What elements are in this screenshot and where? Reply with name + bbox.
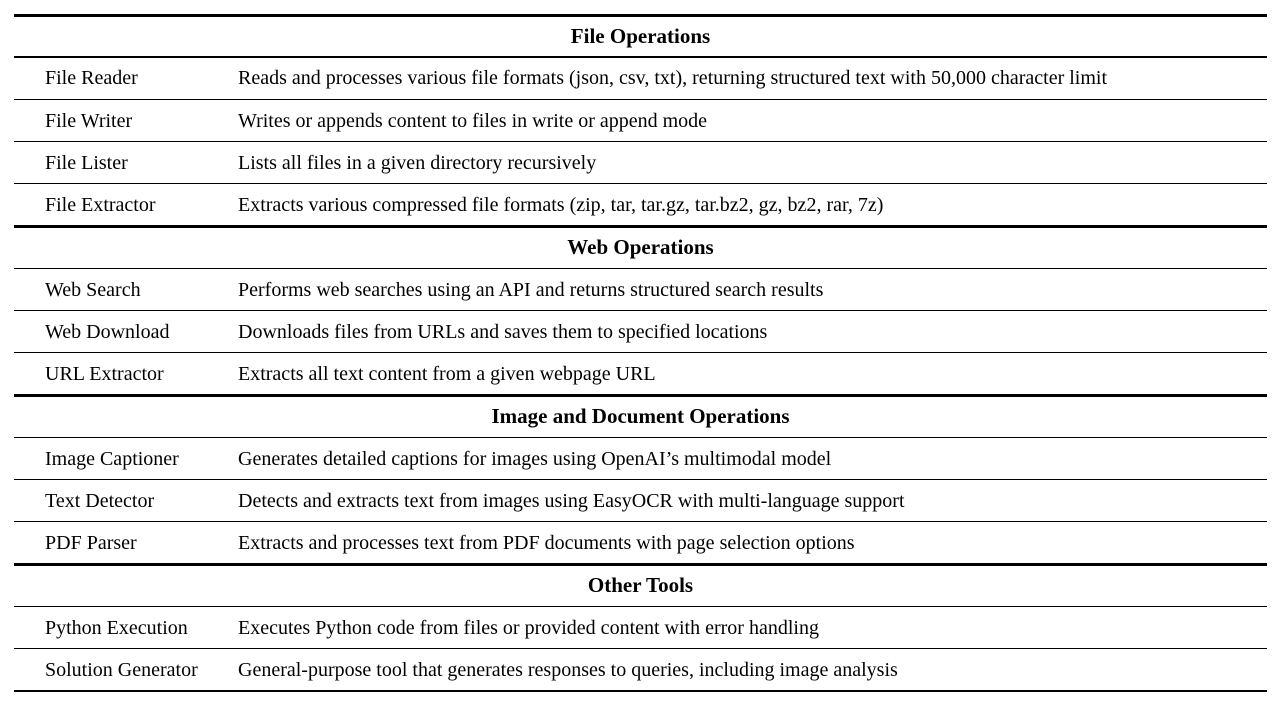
tool-name: URL Extractor xyxy=(45,363,164,385)
table-row: PDF Parser Extracts and processes text fr… xyxy=(14,522,1267,564)
section-rule-top xyxy=(14,14,1267,17)
table-row: File Writer Writes or appends content to … xyxy=(14,100,1267,142)
tool-description: Reads and processes various file formats… xyxy=(238,67,1108,90)
tool-description: Extracts and processes text from PDF doc… xyxy=(238,532,855,554)
section-title: Web Operations xyxy=(567,235,714,260)
section-title: File Operations xyxy=(570,24,711,48)
row-rule xyxy=(14,521,1267,523)
tool-description: Extracts various compressed file formats… xyxy=(238,194,884,216)
row-rule xyxy=(14,605,1267,607)
tool-name: File Extractor xyxy=(45,194,156,216)
table-row: Python Execution Executes Python code fro… xyxy=(14,607,1267,649)
tool-description: Generates detailed captions for images u… xyxy=(238,447,832,470)
tool-description: Executes Python code from files or provi… xyxy=(238,616,819,639)
tool-name: File Writer xyxy=(45,109,133,132)
table-row: File Reader Reads and processes various f… xyxy=(14,57,1267,99)
table-bottom-rule xyxy=(14,689,1267,692)
tool-description: Performs web searches using an API and r… xyxy=(238,278,824,301)
section-title: Other Tools xyxy=(587,573,694,598)
tool-description: Writes or appends content to files in wr… xyxy=(238,109,708,132)
tool-name: Web Search xyxy=(45,278,141,301)
table-row: File Lister Lists all files in a given di… xyxy=(14,142,1267,184)
row-rule xyxy=(14,183,1267,185)
tool-description: General-purpose tool that generates resp… xyxy=(238,658,898,681)
tool-name: Text Detector xyxy=(45,489,155,512)
tool-name: File Reader xyxy=(45,67,138,90)
tool-name: Solution Generator xyxy=(45,658,198,681)
tool-name: Web Download xyxy=(45,320,170,343)
row-rule xyxy=(14,309,1267,312)
table-row: Image Captioner Generates detailed captio… xyxy=(14,438,1267,480)
row-rule xyxy=(14,98,1267,100)
tool-name: PDF Parser xyxy=(45,532,137,554)
table-row: Web Download Downloads files from URLs an… xyxy=(14,311,1267,353)
row-rule xyxy=(14,267,1267,269)
table-row: URL Extractor Extracts all text content f… xyxy=(14,353,1267,395)
section-rule-top xyxy=(14,394,1267,397)
tool-name: Image Captioner xyxy=(45,447,179,470)
tool-description: Lists all files in a given directory rec… xyxy=(238,151,597,174)
section-rule-top xyxy=(14,563,1267,566)
section-title: Image and Document Operations xyxy=(491,404,790,429)
row-rule xyxy=(14,436,1267,438)
tool-name: File Lister xyxy=(45,151,128,174)
row-rule xyxy=(14,352,1267,354)
row-rule xyxy=(14,647,1267,650)
tool-description: Downloads files from URLs and saves them… xyxy=(238,320,768,343)
row-rule xyxy=(14,140,1267,143)
tool-description: Extracts all text content from a given w… xyxy=(238,363,656,385)
section-rule-top xyxy=(14,225,1267,228)
row-rule xyxy=(14,56,1267,58)
table-row: Web Search Performs web searches using an… xyxy=(14,269,1267,311)
tool-name: Python Execution xyxy=(45,616,188,639)
tool-description: Detects and extracts text from images us… xyxy=(238,489,905,512)
table-row: Solution Generator General-purpose tool t… xyxy=(14,649,1267,691)
table-row: Text Detector Detects and extracts text f… xyxy=(14,480,1267,522)
table-row: File Extractor Extracts various compresse… xyxy=(14,184,1267,226)
row-rule xyxy=(14,478,1267,481)
